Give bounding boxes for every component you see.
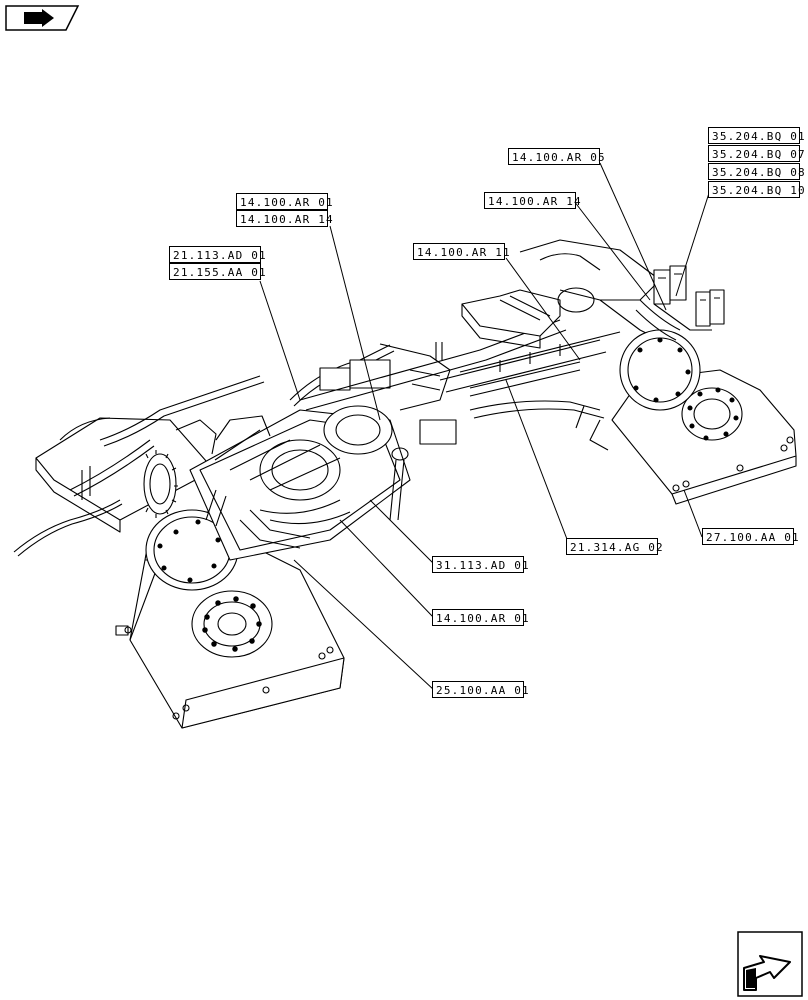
book-arrow-icon[interactable] bbox=[5, 5, 80, 31]
front-axle-housing bbox=[115, 509, 345, 729]
ref-27-100-aa-01[interactable]: 27.100.AA 01 bbox=[702, 528, 799, 545]
ref-35-204-bq-07[interactable]: 35.204.BQ 07 bbox=[708, 145, 805, 162]
next-page-arrow-icon[interactable] bbox=[737, 931, 803, 997]
leader-lines bbox=[259, 162, 711, 691]
ref-25-100-aa-01[interactable]: 25.100.AA 01 bbox=[432, 681, 529, 698]
transmission-center bbox=[175, 342, 457, 561]
ref-14-100-ar-14-mid[interactable]: 14.100.AR 14 bbox=[484, 192, 581, 209]
ref-14-100-ar-14-top[interactable]: 14.100.AR 14 bbox=[236, 210, 333, 227]
ref-21-155-aa-01[interactable]: 21.155.AA 01 bbox=[169, 263, 266, 280]
drive-shaft bbox=[299, 319, 621, 419]
ref-35-204-bq-08[interactable]: 35.204.BQ 08 bbox=[708, 163, 805, 180]
ref-14-100-ar-01-top[interactable]: 14.100.AR 01 bbox=[236, 193, 333, 210]
rear-axle-housing bbox=[575, 329, 797, 505]
drivetrain-illustration bbox=[13, 239, 797, 729]
ref-35-204-bq-01[interactable]: 35.204.BQ 01 bbox=[708, 127, 805, 144]
ref-14-100-ar-05[interactable]: 14.100.AR 05 bbox=[508, 148, 605, 165]
ref-14-100-ar-11[interactable]: 14.100.AR 11 bbox=[413, 243, 510, 260]
valve-block bbox=[635, 265, 725, 341]
ref-14-100-ar-01-bottom[interactable]: 14.100.AR 01 bbox=[432, 609, 529, 626]
left-frame-section bbox=[13, 375, 265, 557]
ref-21-314-ag-02[interactable]: 21.314.AG 02 bbox=[566, 538, 663, 555]
ref-35-204-bq-10[interactable]: 35.204.BQ 10 bbox=[708, 181, 805, 198]
rear-upper-frame bbox=[461, 239, 661, 349]
ref-31-113-ad-01[interactable]: 31.113.AD 01 bbox=[432, 556, 529, 573]
ref-21-113-ad-01[interactable]: 21.113.AD 01 bbox=[169, 246, 266, 263]
